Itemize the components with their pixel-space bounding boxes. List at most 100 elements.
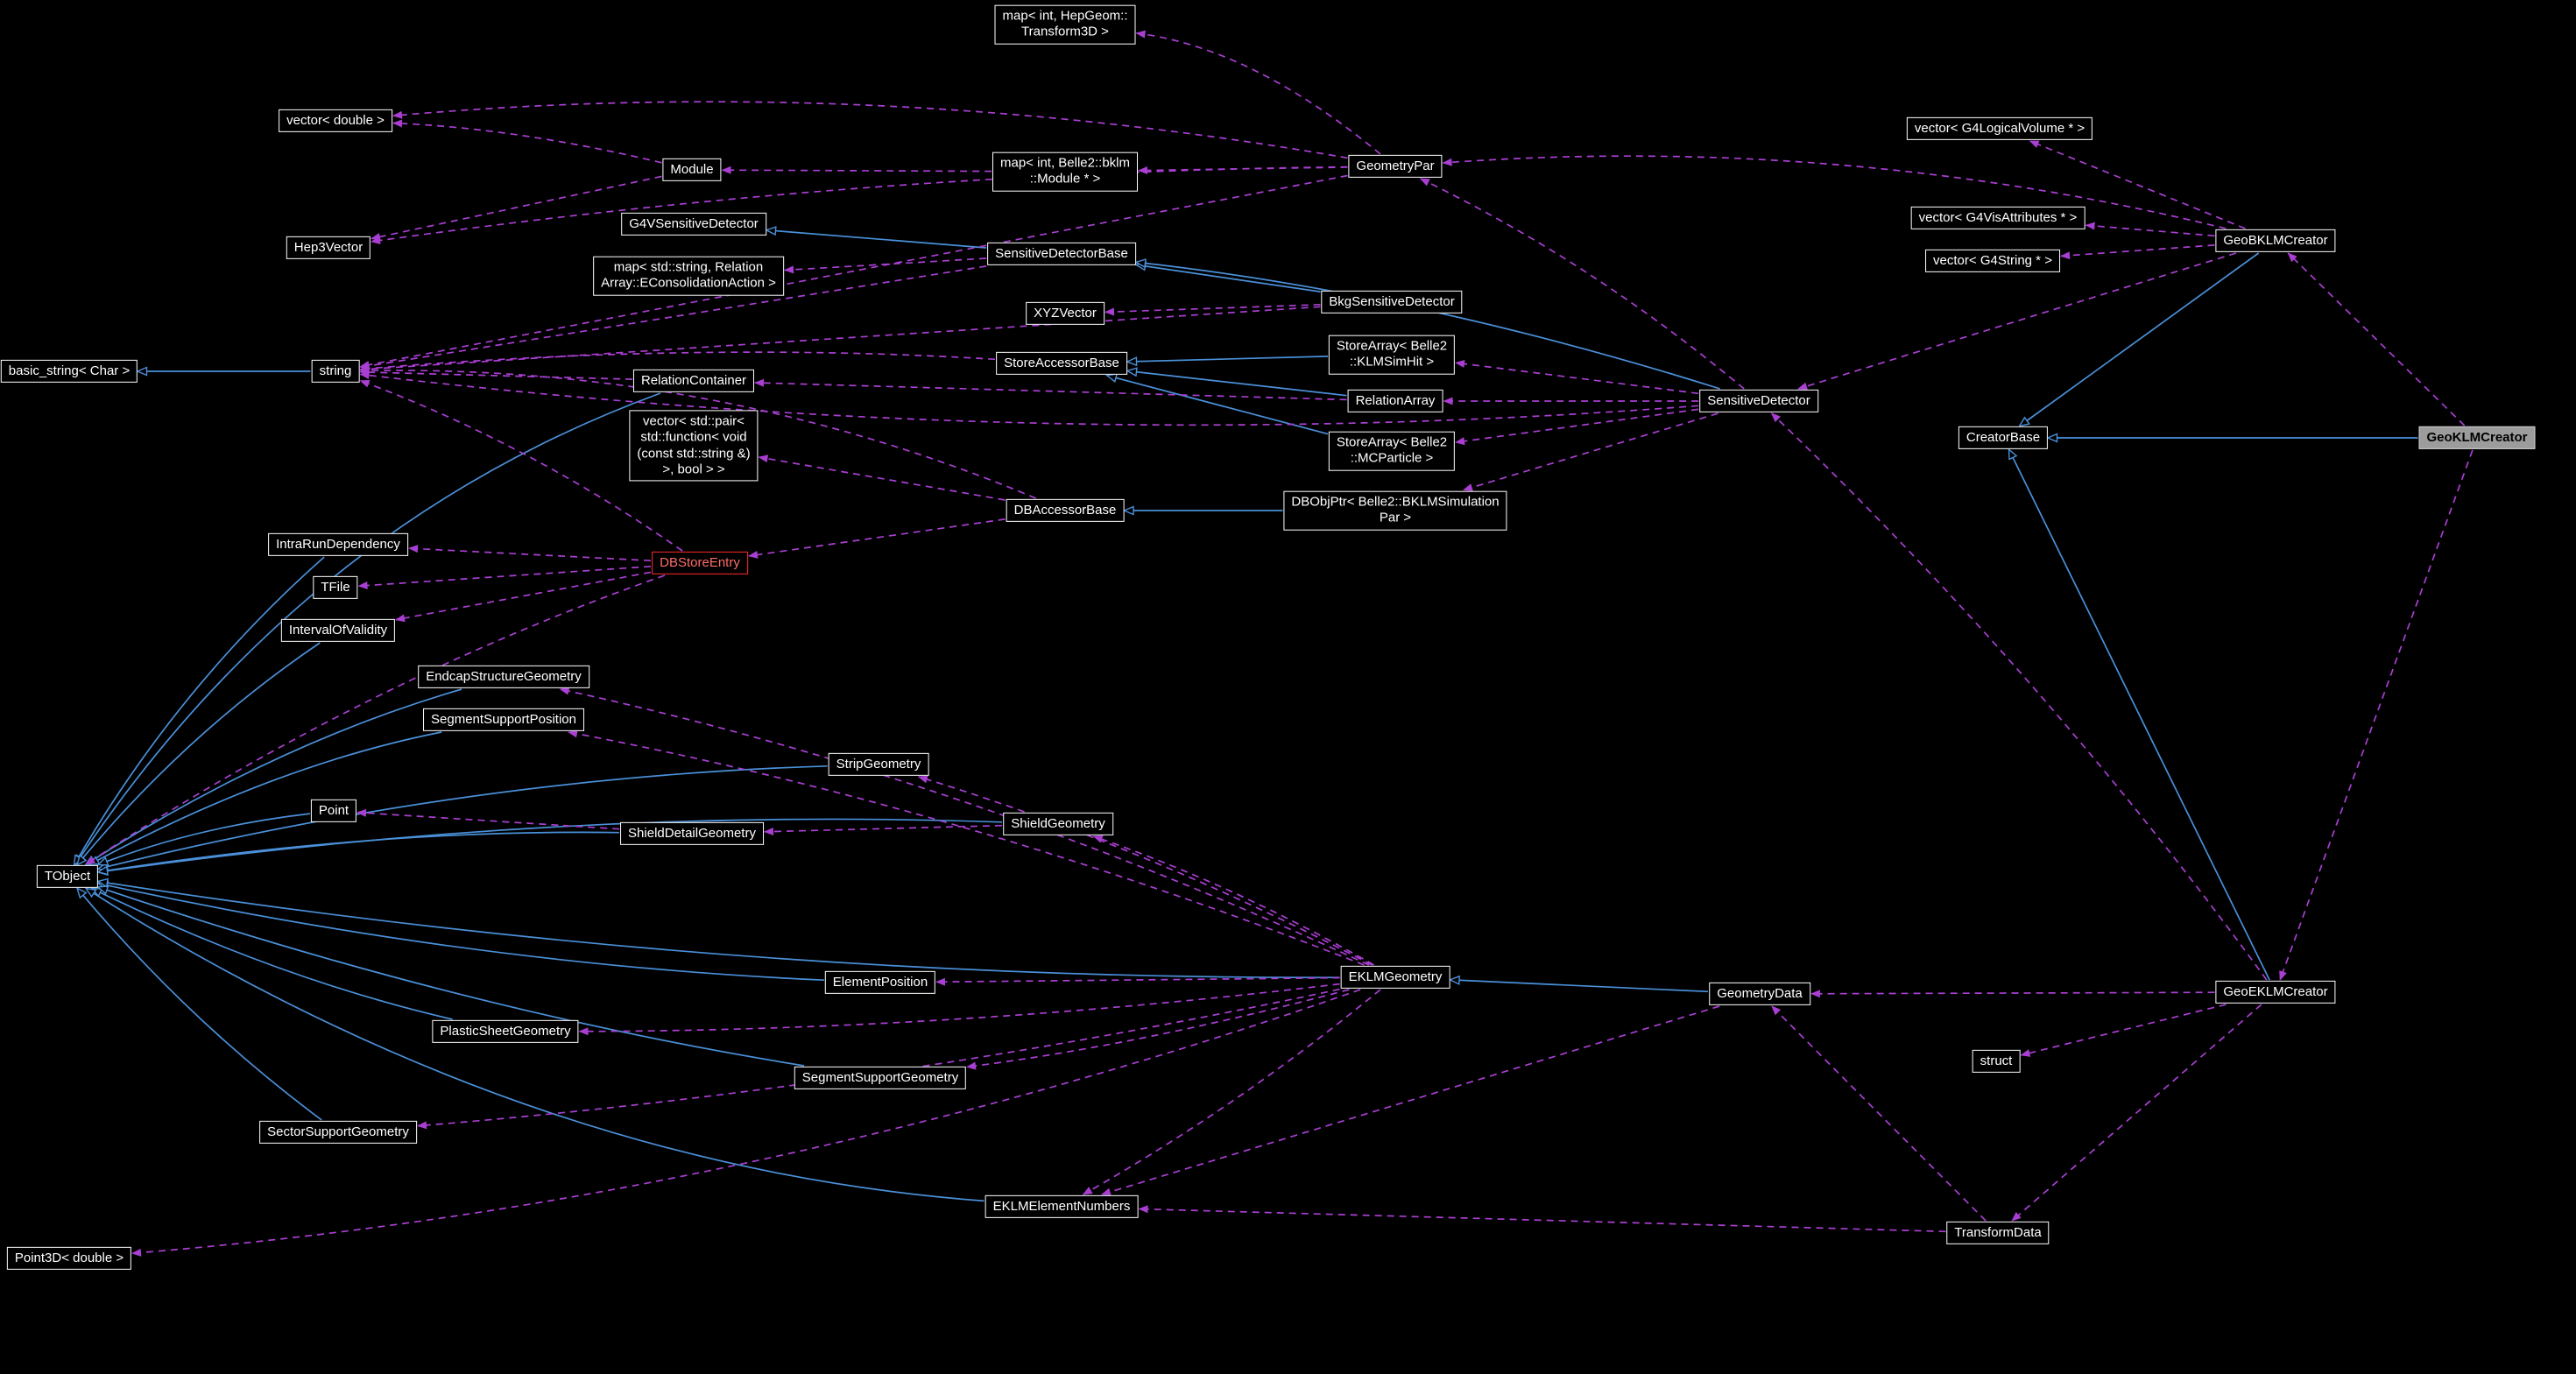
node-tfile[interactable]: TFile [313, 575, 358, 600]
node-elementposition[interactable]: ElementPosition [824, 970, 936, 995]
node-intrarundependency[interactable]: IntraRunDependency [268, 532, 408, 557]
node-geometrydata[interactable]: GeometryData [1709, 982, 1810, 1006]
edge-eklmgeometry-segmentsupportposition [568, 729, 1365, 966]
edge-dbstoreentry-tfile [357, 565, 652, 590]
node-tobject[interactable]: TObject [36, 864, 99, 889]
edge-storeaccessorbase-string [359, 351, 996, 373]
edge-segmentsupportgeometry-tobject [96, 885, 805, 1067]
node-hep3vector[interactable]: Hep3Vector [286, 236, 371, 260]
edge-geometrypar-map-hepgeom [1135, 30, 1381, 155]
edge-sensitivedetector-storearray-mcparticle [1455, 408, 1699, 446]
edge-dbstoreentry-string [359, 379, 683, 552]
node-geoklmcreator[interactable]: GeoKLMCreator [2418, 426, 2536, 450]
edge-dbstoreentry-intervalofvalidity [395, 571, 652, 623]
node-storeaccessorbase[interactable]: StoreAccessorBase [996, 351, 1127, 376]
node-segmentsupportgeometry[interactable]: SegmentSupportGeometry [794, 1066, 967, 1090]
node-vector-std-pair[interactable]: vector< std::pair< std::function< void (… [629, 410, 759, 482]
edge-transformdata-eklmelementnumbers [1138, 1205, 1946, 1233]
node-geoeklmcreator[interactable]: GeoEKLMCreator [2215, 980, 2336, 1004]
edge-dbaccessorbase-string [359, 366, 1037, 499]
node-sensitivedetector[interactable]: SensitiveDetector [1699, 389, 1818, 413]
edge-eklmgeometry-plasticsheetgeometry [578, 983, 1340, 1036]
node-vector-g4visattributes[interactable]: vector< G4VisAttributes * > [1910, 206, 2086, 230]
node-sensitivedetectorbase[interactable]: SensitiveDetectorBase [987, 242, 1136, 266]
edge-stripgeometry-tobject [96, 765, 828, 871]
edge-dbaccessorbase-vector-std-pair [758, 454, 1006, 501]
node-geometrypar[interactable]: GeometryPar [1348, 154, 1443, 179]
node-dbstoreentry[interactable]: DBStoreEntry [652, 551, 748, 575]
edge-geobklmcreator-vector-g4logicalvolume [2029, 140, 2246, 229]
node-struct[interactable]: struct [1972, 1049, 2021, 1074]
node-plasticsheetgeometry[interactable]: PlasticSheetGeometry [432, 1019, 579, 1044]
edge-eklmelementnumbers-tobject [84, 887, 985, 1202]
node-map-hepgeom[interactable]: map< int, HepGeom:: Transform3D > [994, 4, 1136, 45]
edge-transformdata-geometrydata [1771, 1005, 1987, 1222]
node-point[interactable]: Point [310, 799, 357, 823]
edge-dbstoreentry-intrarundependency [408, 545, 652, 562]
node-g4vsensitivedetector[interactable]: G4VSensitiveDetector [621, 212, 766, 236]
edge-sensitivedetector-storearray-klmsimhit [1455, 359, 1699, 395]
edge-eklmgeometry-sectorsupportgeometry [417, 988, 1340, 1130]
node-dbaccessorbase[interactable]: DBAccessorBase [1006, 498, 1125, 523]
node-map-bklm-module[interactable]: map< int, Belle2::bklm ::Module * > [992, 151, 1138, 192]
edge-map-bklm-module-module [721, 166, 992, 174]
node-map-relationarray[interactable]: map< std::string, Relation Array::EConso… [593, 256, 784, 296]
node-creatorbase[interactable]: CreatorBase [1958, 426, 2049, 450]
edge-geoklmcreator-geoeklmcreator [2279, 449, 2474, 981]
node-transformdata[interactable]: TransformData [1946, 1221, 2050, 1245]
edge-elementposition-tobject [96, 880, 825, 982]
node-module[interactable]: Module [662, 158, 722, 182]
edge-geoeklmcreator-sensitivedetector [1770, 412, 2268, 981]
edge-dbaccessorbase-dbstoreentry [748, 518, 1006, 559]
edge-geometrydata-eklmgeometry [1448, 975, 1709, 993]
edge-shielddetailgeometry-point [356, 808, 620, 830]
node-vector-double[interactable]: vector< double > [279, 109, 392, 133]
node-bkgsensitivedetector[interactable]: BkgSensitiveDetector [1321, 290, 1463, 314]
node-endcapstructuregeometry[interactable]: EndcapStructureGeometry [418, 665, 589, 689]
edge-plasticsheetgeometry-tobject [90, 887, 453, 1020]
edge-storearray-mcparticle-storeaccessorbase [1105, 373, 1329, 435]
edge-eklmgeometry-elementposition [935, 976, 1340, 986]
edge-geobklmcreator-vector-g4visattributes [2085, 222, 2215, 237]
node-shielddetailgeometry[interactable]: ShieldDetailGeometry [620, 821, 764, 846]
edge-geoklmcreator-geobklmcreator [2287, 252, 2466, 426]
edge-sensitivedetectorbase-g4vsensitivedetector [765, 226, 987, 249]
node-intervalofvalidity[interactable]: IntervalOfValidity [280, 618, 396, 643]
node-relationcontainer[interactable]: RelationContainer [632, 369, 755, 393]
edge-geoeklmcreator-transformdata [2011, 1004, 2262, 1222]
node-vector-g4string[interactable]: vector< G4String * > [1925, 249, 2060, 273]
edge-geobklmcreator-geometrypar [1442, 155, 2227, 229]
edge-sectorsupportgeometry-tobject [75, 886, 322, 1121]
edge-sensitivedetector-string [359, 371, 1699, 426]
node-dbobjptr[interactable]: DBObjPtr< Belle2::BKLMSimulation Par > [1283, 490, 1507, 531]
node-shieldgeometry[interactable]: ShieldGeometry [1003, 812, 1113, 836]
node-eklmelementnumbers[interactable]: EKLMElementNumbers [985, 1194, 1139, 1219]
edge-point-tobject [96, 813, 311, 866]
node-stripgeometry[interactable]: StripGeometry [828, 752, 929, 777]
edge-eklmgeometry-tobject [96, 877, 1340, 979]
node-basic-string-char[interactable]: basic_string< Char > [0, 359, 138, 384]
edge-module-vector-double [392, 119, 662, 164]
edge-relationcontainer-string [359, 368, 633, 380]
edge-geometrypar-string [359, 174, 1348, 370]
edge-segmentsupportposition-tobject [88, 731, 442, 866]
node-storearray-mcparticle[interactable]: StoreArray< Belle2 ::MCParticle > [1328, 431, 1456, 471]
node-vector-g4logicalvolume[interactable]: vector< G4LogicalVolume * > [1906, 116, 2093, 141]
edge-geoeklmcreator-geometrydata [1810, 990, 2215, 998]
node-eklmgeometry[interactable]: EKLMGeometry [1340, 965, 1450, 990]
edge-geobklmcreator-creatorbase [2018, 252, 2260, 427]
node-geobklmcreator[interactable]: GeoBKLMCreator [2215, 229, 2336, 253]
node-xyzvector[interactable]: XYZVector [1026, 301, 1105, 326]
node-segmentsupportposition[interactable]: SegmentSupportPosition [423, 708, 584, 732]
edge-bkgsensitivedetector-sensitivedetectorbase [1134, 261, 1321, 292]
edge-sensitivedetector-geometrypar [1419, 178, 1745, 390]
edge-eklmgeometry-stripgeometry [917, 775, 1373, 966]
node-relationarray[interactable]: RelationArray [1347, 389, 1443, 413]
node-string[interactable]: string [311, 359, 360, 384]
node-point3d-double[interactable]: Point3D< double > [6, 1246, 132, 1271]
node-sectorsupportgeometry[interactable]: SectorSupportGeometry [259, 1120, 417, 1145]
edge-eklmgeometry-endcapstructuregeometry [559, 687, 1370, 966]
edge-geometrydata-eklmelementnumbers [1100, 1005, 1720, 1196]
node-storearray-klmsimhit[interactable]: StoreArray< Belle2 ::KLMSimHit > [1328, 335, 1456, 375]
edge-sensitivedetectorbase-map-relationarray [784, 257, 987, 274]
